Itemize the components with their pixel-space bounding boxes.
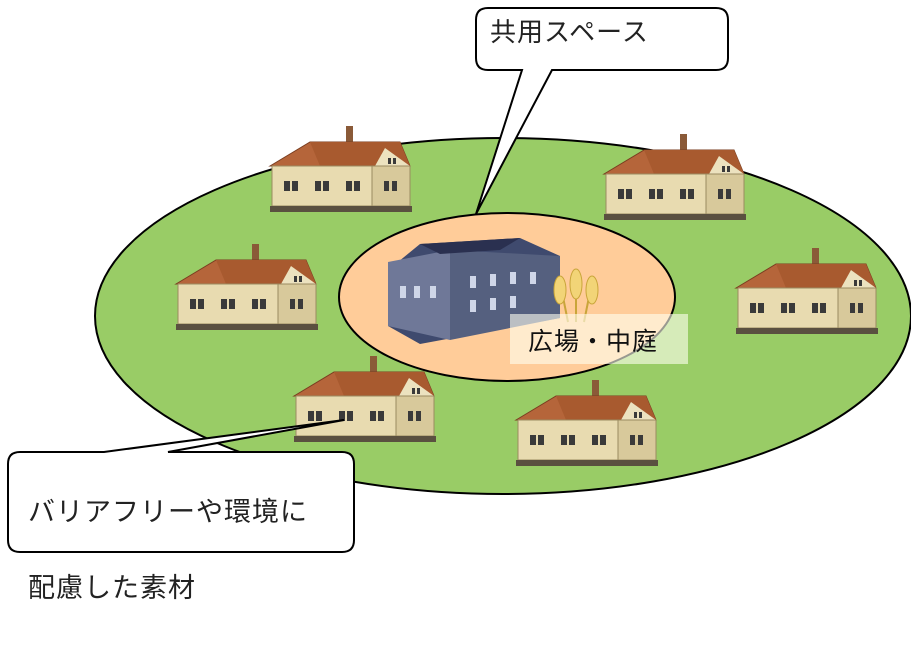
plaza-label-box: 広場・中庭 (510, 314, 688, 364)
materials-callout (7, 419, 355, 553)
materials-label-line2: 配慮した素材 (28, 573, 196, 604)
community-diagram (7, 7, 911, 553)
shared-space-callout (475, 7, 729, 215)
plaza-label: 広場・中庭 (528, 327, 659, 356)
apartment-building-icon (388, 238, 560, 344)
shared-space-label: 共用スペース (490, 18, 649, 48)
materials-label-line1: バリアフリーや環境に (28, 497, 308, 528)
house-icon (269, 125, 413, 213)
materials-label: バリアフリーや環境に 配慮した素材 (28, 456, 308, 646)
